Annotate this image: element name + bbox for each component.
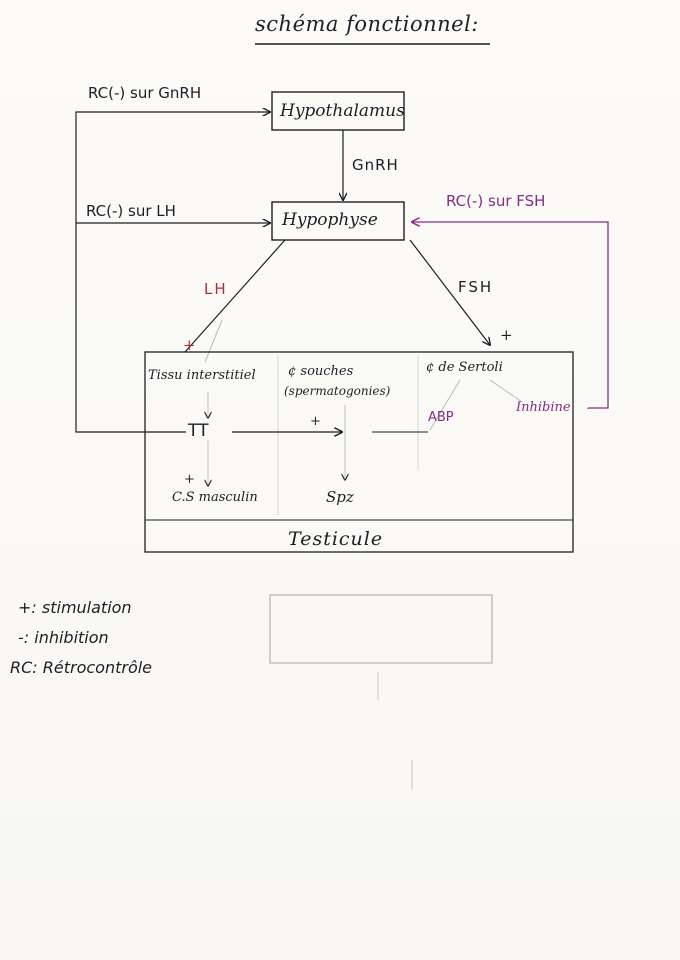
label-rc-fsh: RC(-) sur FSH bbox=[446, 192, 546, 210]
node-cellules-souches: ¢ souches bbox=[288, 364, 354, 379]
faint-bleed-box bbox=[269, 594, 493, 664]
label-abp: ABP bbox=[428, 410, 454, 425]
sign-plus-cs: + bbox=[184, 472, 195, 487]
node-spz: Spz bbox=[326, 488, 354, 506]
node-cs-masculin: C.S masculin bbox=[172, 490, 258, 505]
legend-stimulation: +: stimulation bbox=[18, 598, 132, 617]
hypophyse-box bbox=[271, 201, 405, 241]
label-rc-gnrh: RC(-) sur GnRH bbox=[88, 84, 202, 102]
fsh-pathway-line bbox=[409, 239, 490, 345]
lh-pathway-line bbox=[184, 239, 286, 353]
sign-plus-fsh: + bbox=[500, 326, 513, 344]
sertoli-to-inhibine-line bbox=[489, 379, 523, 403]
sign-plus-tt-spz: + bbox=[310, 414, 321, 429]
rc-gnrh-loop bbox=[75, 112, 270, 433]
rc-fsh-loop bbox=[412, 222, 609, 409]
node-cellules-sertoli: ¢ de Sertoli bbox=[426, 360, 503, 375]
hypothalamus-box bbox=[271, 91, 405, 131]
lh-tip-line bbox=[204, 319, 223, 363]
node-spermatogonies: (spermatogonies) bbox=[284, 384, 391, 398]
label-lh: LH bbox=[204, 280, 228, 298]
label-gnrh: GnRH bbox=[352, 156, 399, 174]
node-tissu-interstitiel: Tissu interstitiel bbox=[148, 368, 256, 383]
legend-inhibition: -: inhibition bbox=[18, 628, 109, 647]
node-tt: TT bbox=[188, 421, 209, 441]
label-rc-lh: RC(-) sur LH bbox=[86, 202, 176, 220]
sertoli-to-abp-line bbox=[429, 379, 461, 431]
node-hypophyse: Hypophyse bbox=[282, 210, 378, 230]
testicule-box bbox=[144, 351, 574, 553]
sign-plus-lh: + bbox=[183, 336, 196, 354]
legend-retrocontrole: RC: Rétrocontrôle bbox=[10, 658, 153, 677]
label-inhibine: Inhibine bbox=[516, 400, 571, 415]
node-testicule: Testicule bbox=[288, 528, 384, 550]
label-fsh: FSH bbox=[458, 278, 494, 296]
node-hypothalamus: Hypothalamus bbox=[280, 101, 405, 121]
page-title: schéma fonctionnel: bbox=[255, 12, 479, 36]
